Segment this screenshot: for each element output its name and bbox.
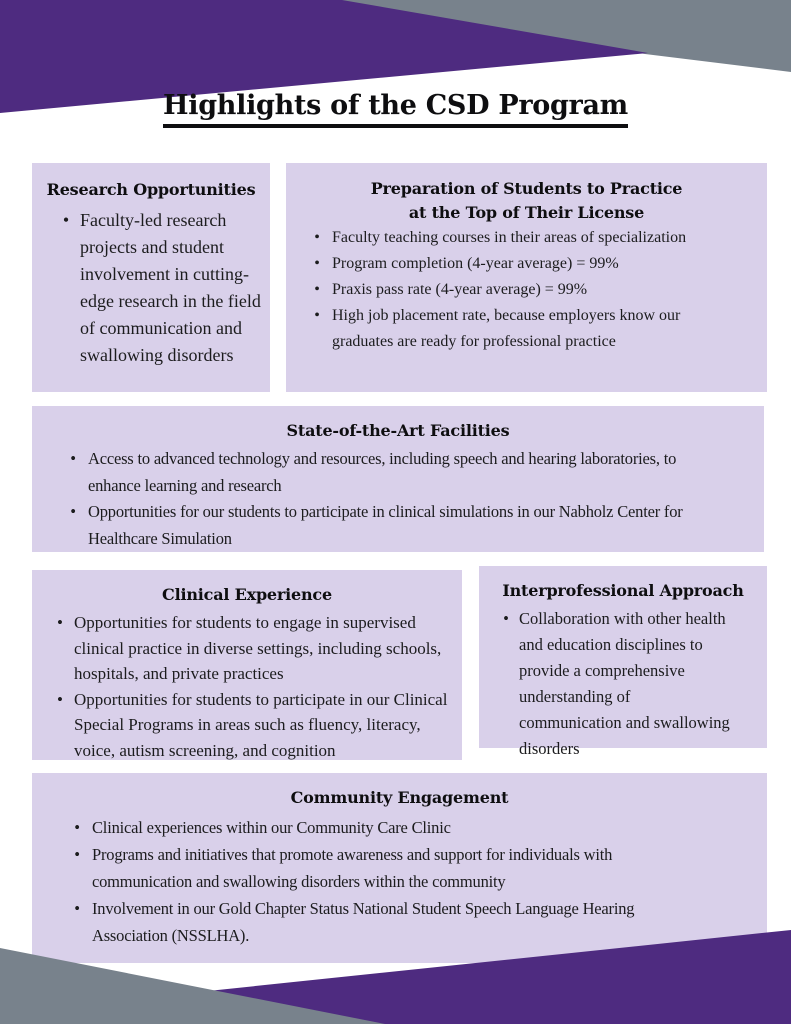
bullet-list: • Clinical experiences within our Commun… xyxy=(62,814,676,949)
list-item: • Opportunities for students to engage i… xyxy=(46,610,460,687)
bullet-dot-icon: • xyxy=(57,689,63,709)
section-interprofessional: Interprofessional Approach • Collaborati… xyxy=(479,566,767,758)
bullet-list: • Access to advanced technology and reso… xyxy=(58,446,694,552)
bullet-list: • Opportunities for students to engage i… xyxy=(46,610,460,763)
list-item-text: Program completion (4-year average) = 99… xyxy=(332,255,619,272)
list-item-text: Praxis pass rate (4-year average) = 99% xyxy=(332,281,588,298)
bullet-dot-icon: • xyxy=(314,307,320,324)
section-title-line1: Preparation of Students to Practice xyxy=(370,179,683,198)
list-item-text: Collaboration with other health and educ… xyxy=(519,609,730,758)
list-item-text: Opportunities for our students to partic… xyxy=(88,502,683,548)
list-item: • Faculty teaching courses in their area… xyxy=(302,225,694,251)
bullet-dot-icon: • xyxy=(74,818,80,837)
bullet-dot-icon: • xyxy=(314,229,320,246)
list-item: • Program completion (4-year average) = … xyxy=(302,251,694,277)
list-item: • Access to advanced technology and reso… xyxy=(58,446,694,499)
bullet-list: • Faculty-led research projects and stud… xyxy=(52,207,266,369)
list-item-text: Clinical experiences within our Communit… xyxy=(92,818,451,837)
section-title-line2: at the Top of Their License xyxy=(408,203,645,222)
list-item: • Clinical experiences within our Commun… xyxy=(62,814,676,841)
list-item-text: Involvement in our Gold Chapter Status N… xyxy=(92,899,635,945)
list-item: • Collaboration with other health and ed… xyxy=(493,606,733,762)
bullet-dot-icon: • xyxy=(70,449,76,468)
list-item-text: Access to advanced technology and resour… xyxy=(88,449,677,495)
list-item-text: Programs and initiatives that promote aw… xyxy=(92,845,613,891)
bullet-dot-icon: • xyxy=(57,613,63,632)
bullet-dot-icon: • xyxy=(74,845,80,864)
list-item: • Praxis pass rate (4-year average) = 99… xyxy=(302,277,694,303)
section-facilities: State-of-the-Art Facilities • Access to … xyxy=(32,406,764,552)
page-title: Highlights of the CSD Program xyxy=(163,90,628,128)
list-item: • Involvement in our Gold Chapter Status… xyxy=(62,895,676,949)
list-item: • Programs and initiatives that promote … xyxy=(62,841,676,895)
section-title: Interprofessional Approach xyxy=(502,581,744,600)
list-item-text: Faculty teaching courses in their areas … xyxy=(332,229,687,246)
page-title-container: Highlights of the CSD Program xyxy=(0,90,791,128)
section-title: State-of-the-Art Facilities xyxy=(286,421,510,440)
list-item-text: Opportunities for students to participat… xyxy=(74,689,448,760)
section-clinical-experience: Clinical Experience • Opportunities for … xyxy=(32,570,462,760)
bullet-dot-icon: • xyxy=(70,502,76,521)
section-title: Community Engagement xyxy=(290,788,509,807)
section-title: Research Opportunities xyxy=(46,180,256,199)
list-item-text: Opportunities for students to engage in … xyxy=(74,613,442,683)
bullet-dot-icon: • xyxy=(314,255,320,272)
list-item: • Opportunities for our students to part… xyxy=(58,499,694,552)
bullet-list: • Collaboration with other health and ed… xyxy=(493,606,733,762)
bullet-dot-icon: • xyxy=(62,210,70,230)
list-item: • High job placement rate, because emplo… xyxy=(302,303,694,355)
bullet-list: • Faculty teaching courses in their area… xyxy=(302,225,694,355)
list-item: • Opportunities for students to particip… xyxy=(46,687,460,764)
section-title: Clinical Experience xyxy=(162,585,332,604)
list-item-text: High job placement rate, because employe… xyxy=(332,307,681,350)
bullet-dot-icon: • xyxy=(74,899,80,918)
bullet-dot-icon: • xyxy=(503,609,509,628)
section-community-engagement: Community Engagement • Clinical experien… xyxy=(32,773,767,963)
list-item-text: Faculty-led research projects and studen… xyxy=(80,210,261,365)
section-preparation: Preparation of Students to Practice at t… xyxy=(286,163,767,392)
bullet-dot-icon: • xyxy=(314,281,320,298)
section-research-opportunities: Research Opportunities • Faculty-led res… xyxy=(32,163,270,392)
list-item: • Faculty-led research projects and stud… xyxy=(52,207,266,369)
section-title: Preparation of Students to Practice at t… xyxy=(286,177,767,225)
